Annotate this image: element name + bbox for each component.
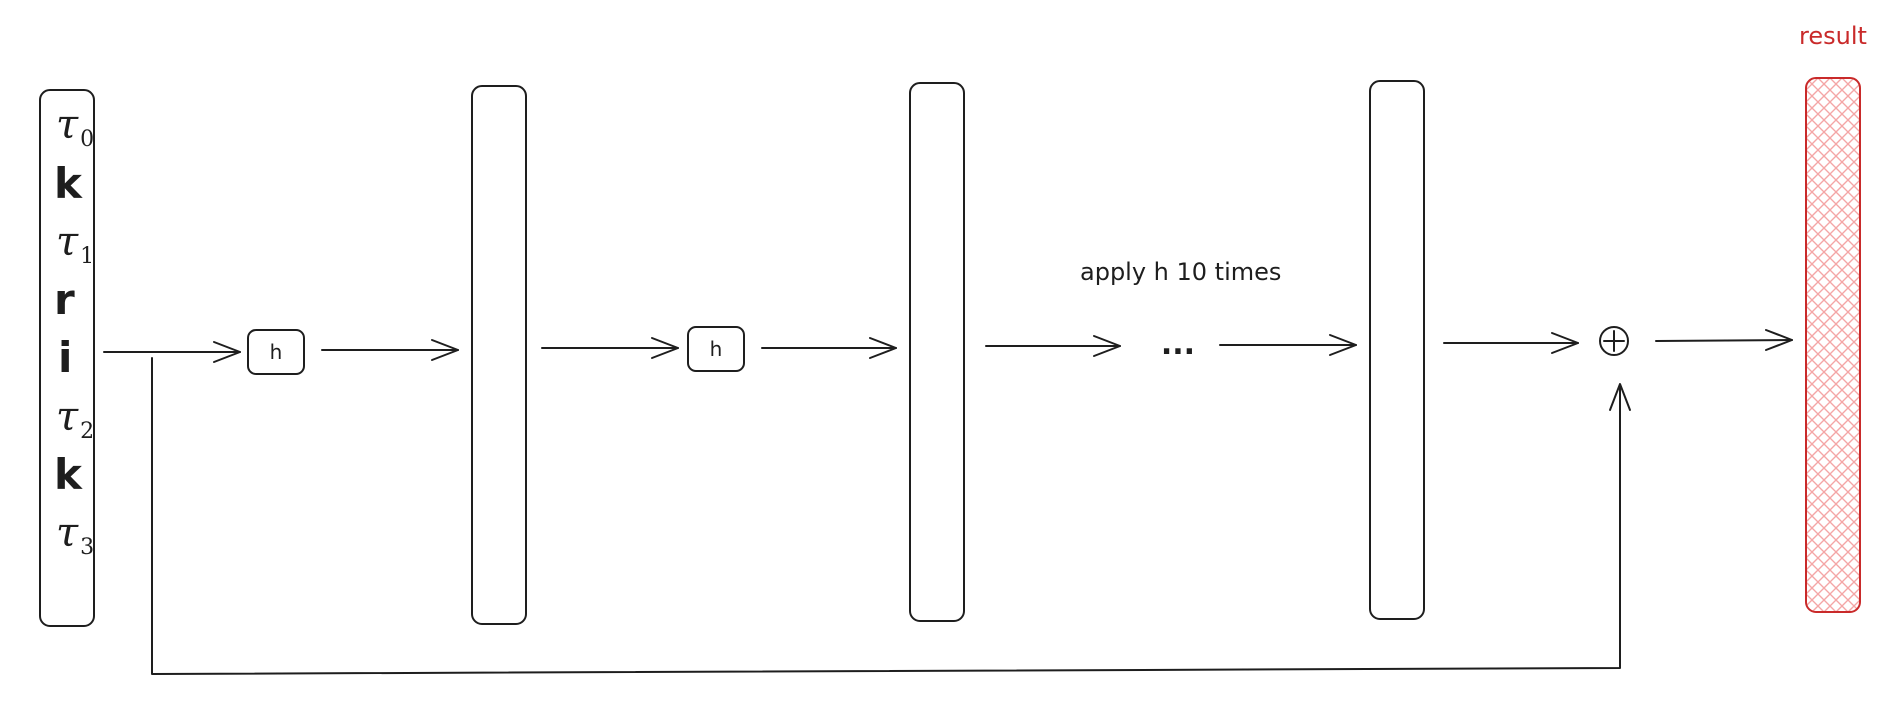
h-box-1-label: h bbox=[270, 340, 283, 364]
result-box bbox=[1805, 77, 1861, 613]
token-tau-0: τ0 bbox=[56, 102, 94, 152]
h-box-2: h bbox=[687, 326, 745, 372]
token-i: i bbox=[58, 333, 72, 382]
hidden-layer-1 bbox=[471, 85, 527, 625]
apply-h-annotation: apply h 10 times bbox=[1080, 258, 1281, 286]
input-column: τ0 k τ1 r i τ2 k bbox=[39, 89, 95, 627]
arrow-ellipsis-to-layerN bbox=[1219, 334, 1357, 356]
result-column: result bbox=[1799, 22, 1867, 613]
skip-connection bbox=[151, 357, 1631, 675]
token-r: r bbox=[54, 275, 75, 324]
arrow-input-to-h1 bbox=[103, 341, 241, 363]
result-label: result bbox=[1799, 22, 1867, 50]
input-tokens: τ0 k τ1 r i τ2 k bbox=[54, 102, 94, 560]
ellipsis: ... bbox=[1161, 327, 1195, 362]
plus-icon bbox=[1603, 330, 1625, 352]
h-box-2-label: h bbox=[710, 337, 723, 361]
token-k-2: k bbox=[54, 450, 83, 499]
arrow-h2-to-layer2 bbox=[761, 337, 897, 359]
arrow-layer2-to-ellipsis bbox=[985, 335, 1121, 357]
token-k-1: k bbox=[54, 159, 83, 208]
token-tau-1: τ1 bbox=[56, 219, 94, 269]
hidden-layer-n bbox=[1369, 80, 1425, 620]
hidden-layer-2 bbox=[909, 82, 965, 622]
arrow-layer1-to-h2 bbox=[541, 337, 679, 359]
arrow-h1-to-layer1 bbox=[321, 339, 459, 361]
h-box-1: h bbox=[247, 329, 305, 375]
input-column-box bbox=[39, 89, 95, 627]
arrow-plus-to-result bbox=[1655, 329, 1793, 351]
sum-node bbox=[1599, 326, 1629, 356]
arrow-layerN-to-plus bbox=[1443, 332, 1579, 354]
token-tau-2: τ2 bbox=[56, 394, 94, 444]
token-tau-3: τ3 bbox=[56, 510, 94, 560]
